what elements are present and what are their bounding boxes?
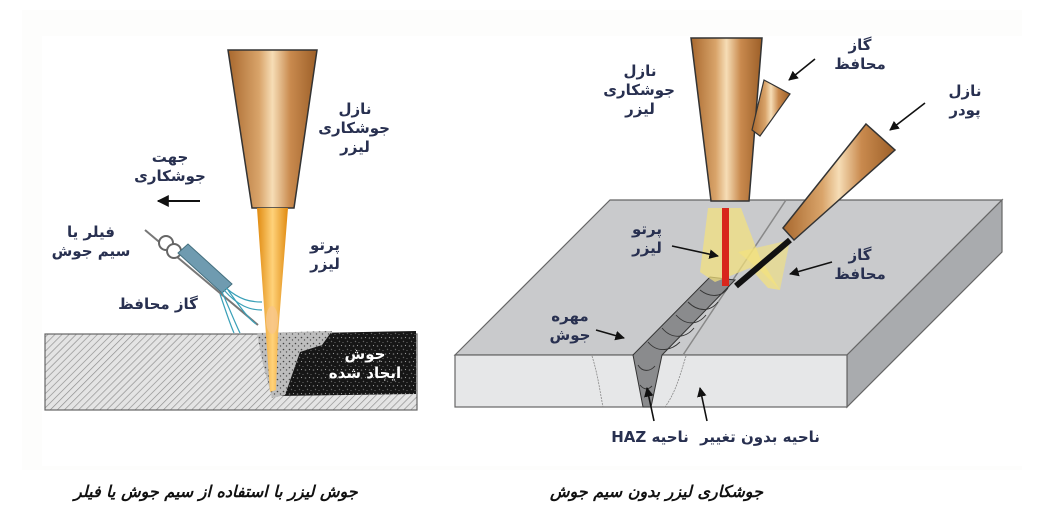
right-diagram [453,37,1004,422]
label-filler-wire: فیلر یا سیم جوش [51,223,131,260]
right-laser-nozzle [690,37,763,202]
label-weld-bead: مهره جوش [549,307,591,344]
left-laser-nozzle [227,49,318,209]
haz-boundary-right [664,355,687,408]
filler-torch [177,243,233,294]
label-laser-beam-left: پرتو لیزر [310,236,340,273]
powder-nozzle [782,122,897,242]
left-laser-beam [257,208,288,392]
label-shield-gas-side: گاز محافظ [834,246,886,283]
label-shield-gas-top: گاز محافظ [834,36,886,73]
label-shield-gas-left: گاز محافظ [118,295,198,313]
gas-nozzle [751,79,791,137]
label-laser-nozzle-left: نازل جوشکاری لیزر [318,100,390,156]
label-laser-beam-right: پرتو لیزر [632,220,662,257]
caption-left: جوش لیزر با استفاده از سیم جوش یا فیلر [74,482,358,501]
right-laser-beam [722,208,729,286]
label-powder-nozzle: نازل پودر [948,82,982,119]
label-unchanged-zone: ناحیه بدون تغییر [700,428,820,446]
left-diagram [44,49,418,411]
powder-stream [734,237,792,289]
label-welding-direction: جهت جوشکاری [134,148,206,185]
caption-right: جوشکاری لیزر بدون سیم جوش [550,482,763,501]
label-weld-created: جوش ایجاد شده [328,345,402,382]
shield-gas-streams [219,287,263,334]
label-haz-zone: ناحیه HAZ [611,428,689,446]
haz-boundary-left [591,355,604,408]
label-laser-nozzle-right: نازل جوشکاری لیزر [603,62,675,118]
